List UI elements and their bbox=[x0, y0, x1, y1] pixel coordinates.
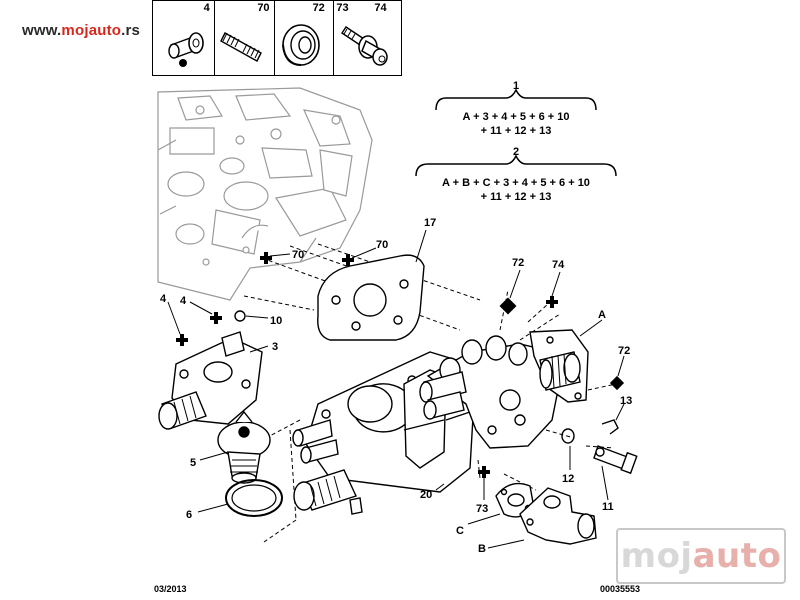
kit-number: 1 bbox=[513, 80, 519, 92]
watermark-prefix: www. bbox=[22, 22, 62, 39]
callout-12: 12 bbox=[562, 473, 574, 485]
callout-72: 72 bbox=[512, 257, 524, 269]
callout-74: 74 bbox=[552, 259, 565, 271]
callout-20: 20 bbox=[420, 489, 432, 501]
kit-number: 2 bbox=[513, 146, 519, 158]
parts-number: 74 bbox=[374, 2, 387, 14]
watermark-brand: mojauto bbox=[61, 22, 122, 39]
gasket-17 bbox=[317, 254, 425, 341]
brand-part-1: moj bbox=[620, 536, 693, 576]
callout-73: 73 bbox=[476, 503, 488, 515]
kit-line: A + B + C + 3 + 4 + 5 + 6 + 10 bbox=[442, 177, 590, 189]
parts-legend-box: 4 70 72 73 74 bbox=[152, 0, 402, 76]
kit-line: + 11 + 12 + 13 bbox=[481, 191, 552, 203]
watermark-url: www.mojauto.rs bbox=[22, 22, 140, 39]
callouts: 17 70 70 72 74 A 72 13 12 11 73 20 C B 4… bbox=[160, 217, 632, 555]
plug-icon bbox=[168, 32, 204, 67]
kit-1: 1 A + 3 + 4 + 5 + 6 + 10 + 11 + 12 + 13 bbox=[435, 80, 597, 137]
callout-13: 13 bbox=[620, 395, 632, 407]
kit-line: A + 3 + 4 + 5 + 6 + 10 bbox=[463, 111, 570, 123]
elbow-pipe-b bbox=[519, 487, 597, 545]
parts-number: 70 bbox=[257, 2, 270, 14]
thermostat-cover-3 bbox=[158, 310, 263, 430]
o-ring-6 bbox=[225, 479, 283, 517]
callout-b: B bbox=[478, 543, 486, 555]
engine-block bbox=[157, 87, 373, 301]
leader-lines bbox=[167, 229, 625, 549]
parts-number: 73 bbox=[336, 2, 349, 14]
callout-70: 70 bbox=[292, 249, 304, 261]
bolt-icon bbox=[341, 26, 389, 66]
callout-4: 4 bbox=[180, 295, 187, 307]
callout-70: 70 bbox=[376, 239, 388, 251]
seal-icon bbox=[281, 24, 320, 66]
callout-c: C bbox=[456, 525, 464, 537]
seal-12 bbox=[561, 428, 575, 444]
gasket-c bbox=[495, 482, 535, 518]
brand-part-2: auto bbox=[692, 536, 782, 576]
kit-line: + 11 + 12 + 13 bbox=[481, 125, 552, 137]
stud-icon bbox=[219, 32, 262, 62]
callout-72: 72 bbox=[618, 345, 630, 357]
callout-11: 11 bbox=[602, 501, 614, 513]
callout-5: 5 bbox=[190, 457, 196, 469]
callout-17: 17 bbox=[424, 217, 436, 229]
kit-2: 2 A + B + C + 3 + 4 + 5 + 6 + 10 + 11 + … bbox=[415, 146, 617, 203]
footer-date: 03/2013 bbox=[154, 584, 187, 594]
thermostat-5 bbox=[217, 410, 271, 484]
parts-cell-72: 72 bbox=[275, 1, 335, 75]
callout-6: 6 bbox=[186, 509, 192, 521]
temperature-sensor-11 bbox=[593, 445, 638, 475]
cross-markers bbox=[176, 252, 625, 478]
watermark-suffix: .rs bbox=[121, 22, 141, 39]
coolant-flange-assembly bbox=[419, 329, 589, 449]
callout-3: 3 bbox=[272, 341, 278, 353]
parts-cell-4: 4 bbox=[153, 1, 215, 75]
parts-cell-70: 70 bbox=[215, 1, 275, 75]
callout-a: A bbox=[598, 309, 606, 321]
parts-number: 72 bbox=[312, 2, 325, 14]
callout-10: 10 bbox=[270, 315, 282, 327]
clip-13 bbox=[601, 419, 619, 435]
callout-4: 4 bbox=[160, 293, 167, 305]
parts-cell-73-74: 73 74 bbox=[334, 1, 401, 75]
footer-reference: 00035553 bbox=[600, 584, 641, 594]
parts-number: 4 bbox=[203, 2, 210, 14]
